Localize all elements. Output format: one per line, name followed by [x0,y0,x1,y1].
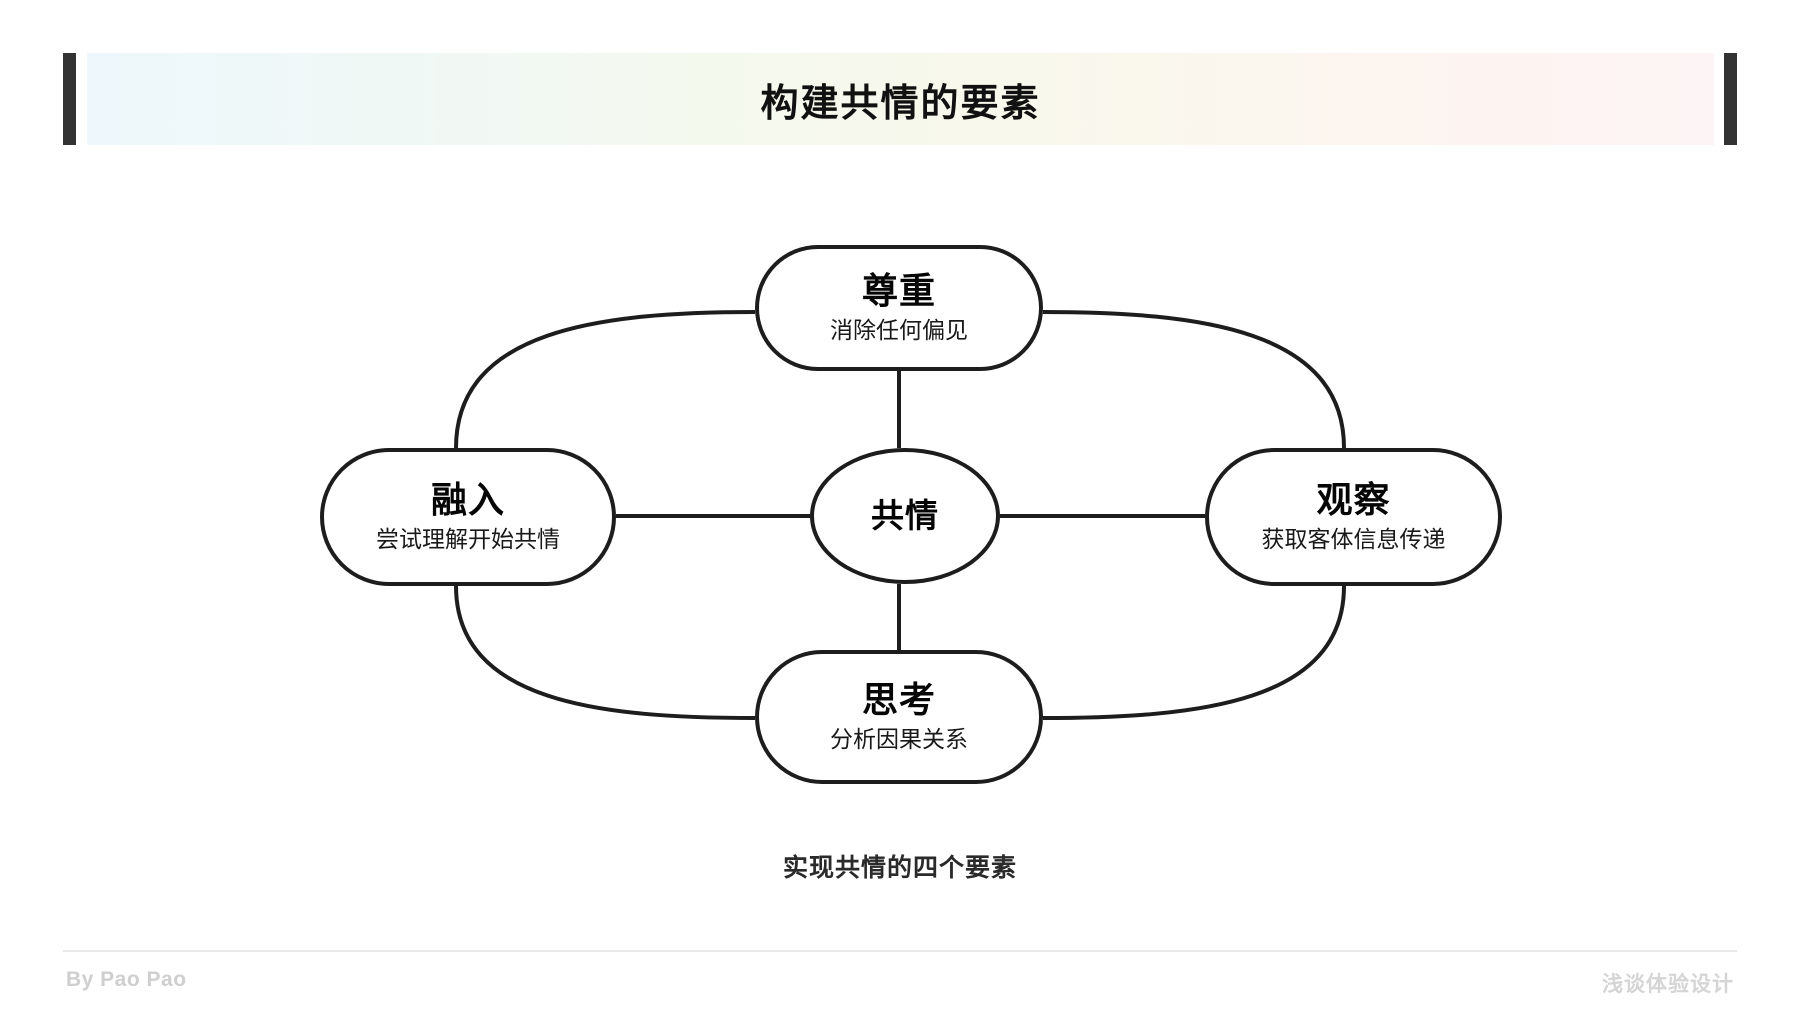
header-banner: 构建共情的要素 [0,53,1800,145]
page-title: 构建共情的要素 [760,82,1041,125]
header-accent-bar-right [1724,53,1737,145]
diagram-node-top[interactable]: 尊重 消除任何偏见 [755,245,1043,371]
node-title-bottom: 思考 [861,679,936,721]
diagram-caption: 实现共情的四个要素 [782,854,1017,882]
connector-ring-bottom-left [454,585,756,720]
connector-ring-top-right [1042,310,1346,449]
node-subtitle-left: 尝试理解开始共情 [376,526,560,553]
diagram-node-center[interactable]: 共情 [810,448,1000,584]
connector-ring-right-bottom [1042,585,1346,720]
node-title-left: 融入 [430,479,505,521]
node-title-top: 尊重 [861,270,936,312]
diagram-node-right[interactable]: 观察 获取客体信息传递 [1205,448,1502,586]
node-title-center: 共情 [871,496,939,534]
node-title-right: 观察 [1316,479,1391,521]
footer-author: By Pao Pao [66,968,187,991]
diagram-node-left[interactable]: 融入 尝试理解开始共情 [320,448,616,586]
diagram-node-bottom[interactable]: 思考 分析因果关系 [755,650,1043,784]
connector-ring-left-top [454,310,756,449]
header-accent-bar-left [63,53,76,145]
node-subtitle-right: 获取客体信息传递 [1261,526,1446,553]
footer-series: 浅谈体验设计 [1602,973,1734,996]
footer-divider [63,950,1737,952]
node-subtitle-top: 消除任何偏见 [830,317,968,344]
header-gradient-background [87,53,1714,145]
node-subtitle-bottom: 分析因果关系 [830,726,968,753]
